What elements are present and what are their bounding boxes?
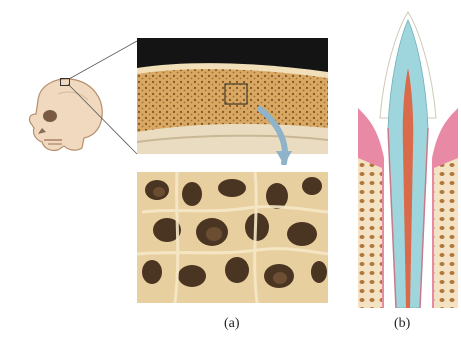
spongy-bone-photo xyxy=(137,172,328,303)
skull-zoom-box xyxy=(60,78,70,86)
tooth-cross-section xyxy=(358,8,458,308)
panel-a-label: (a) xyxy=(224,316,240,332)
zoom-arrow xyxy=(240,105,320,165)
panel-b-label: (b) xyxy=(394,316,410,332)
